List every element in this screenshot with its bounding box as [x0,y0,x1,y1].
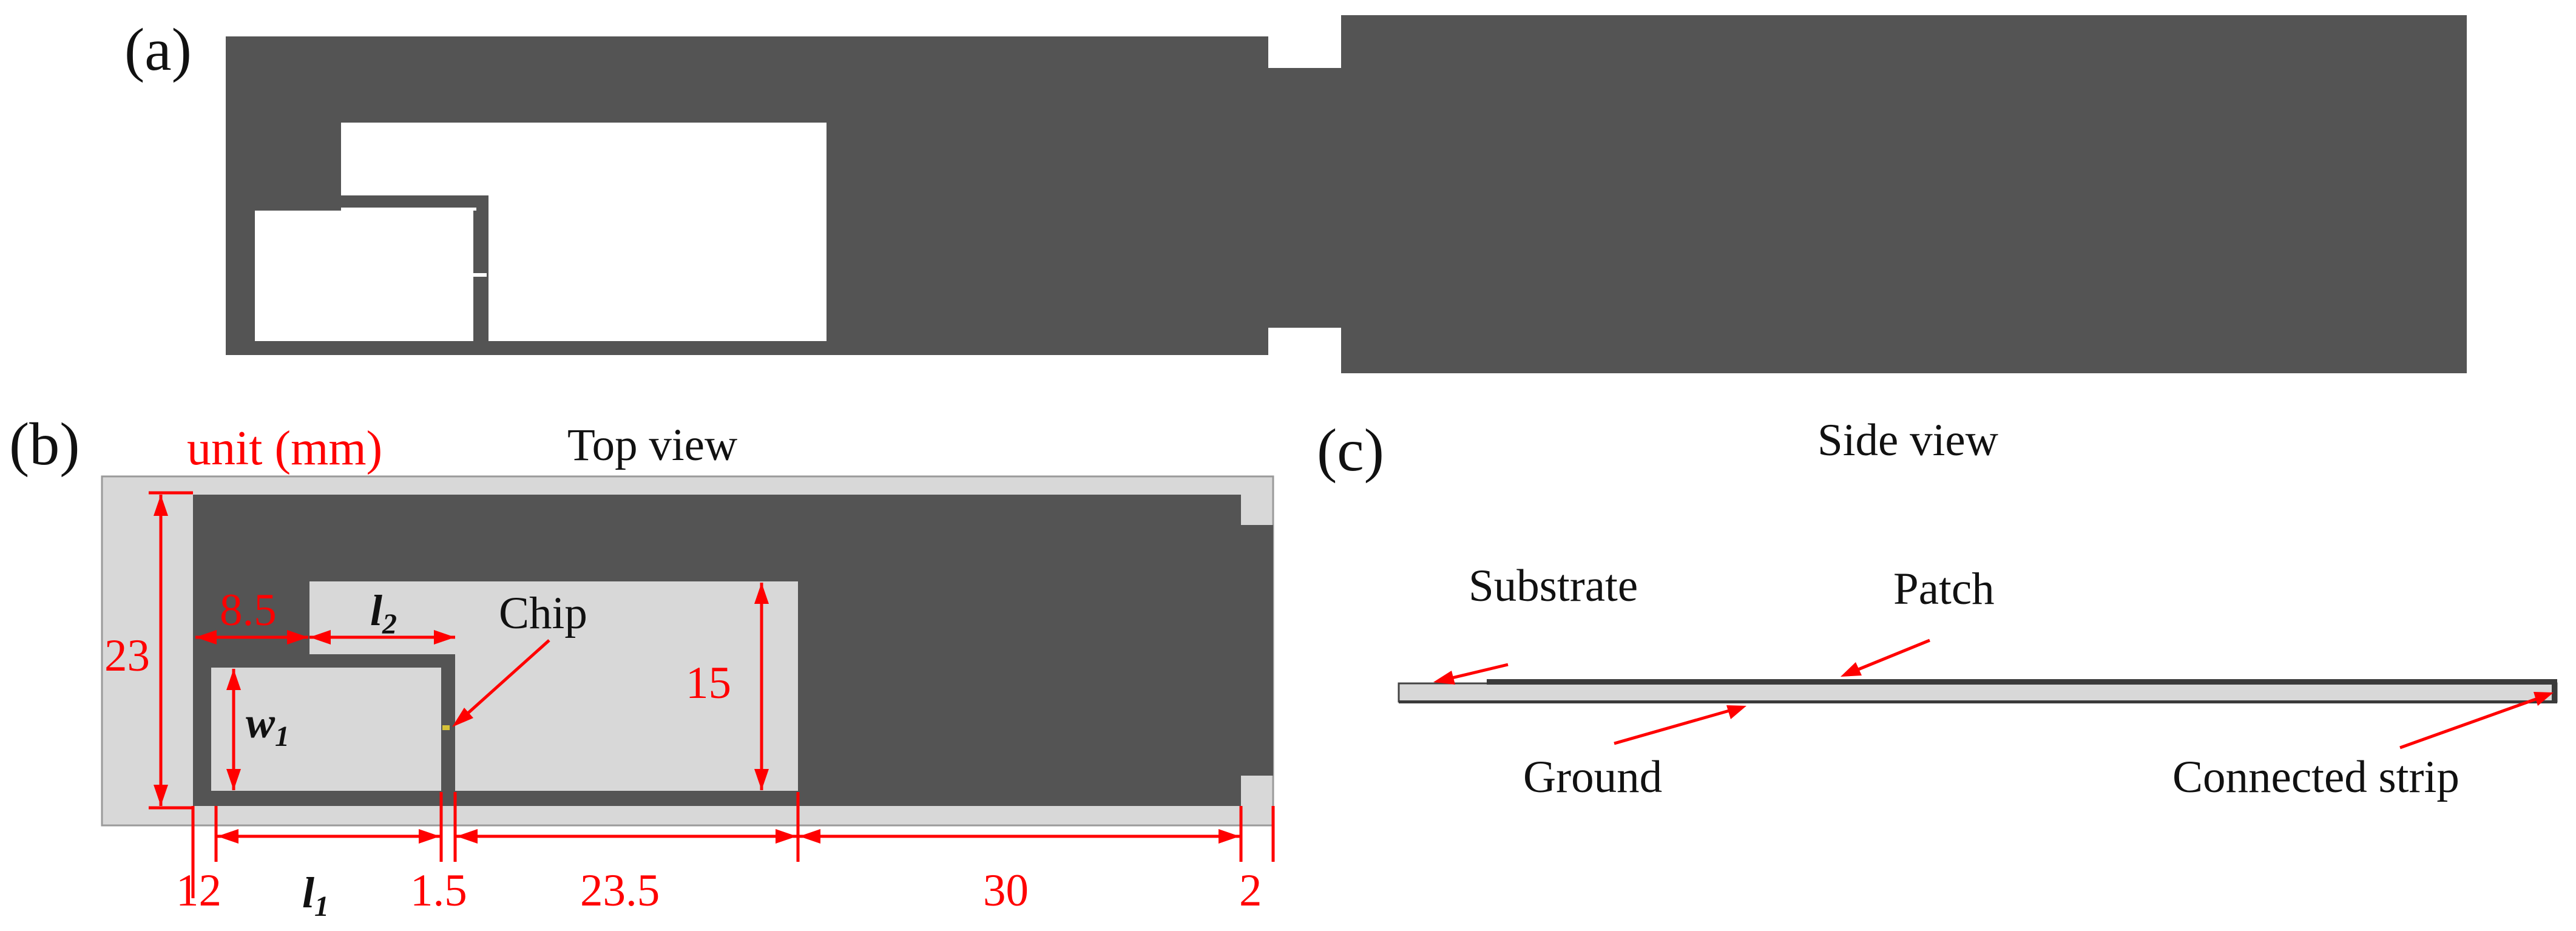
side-connected-strip [2552,679,2557,703]
dim-bottom-ticks [191,792,1275,898]
side-patch [1487,679,2557,685]
dim-width-8-5 [195,630,308,645]
dim-l2-label: l2 [370,586,397,640]
dim-height-15 [754,583,769,790]
panel-a-label: (a) [124,16,192,83]
ground-pointer-arrow [1614,705,1746,745]
side-ground [1399,700,2557,703]
panel-b-chip [442,725,450,730]
panel-a-slot-small [255,211,473,341]
dim-height-23-label: 23 [104,631,150,681]
substrate-pointer-arrow [1433,663,1509,685]
dim-l2 [309,630,455,645]
panel-a-chip [473,273,487,277]
panel-c-view-title: Side view [1817,415,1998,465]
dim-30 [799,829,1240,844]
dim-23-5 [456,829,797,844]
side-ground-label: Ground [1523,752,1662,802]
panel-c: (c) Side view Substrate Patch Ground Con… [1317,415,2558,802]
panel-b-unit-label: unit (mm) [187,422,382,475]
panel-b-view-title: Top view [567,420,737,470]
side-substrate [1398,682,2558,703]
panel-b-slot-small [211,668,441,791]
dim-w1 [226,669,241,790]
dim-width-8-5-label: 8.5 [220,585,277,635]
side-substrate-label: Substrate [1469,561,1638,611]
panel-b-label: (b) [9,410,80,478]
strip-pointer-arrow [2399,692,2554,750]
dim-height-23 [149,491,193,810]
dim-bottom-12-label: 12 [176,865,221,916]
panel-a: (a) [124,15,2467,373]
side-strip-label: Connected strip [2172,752,2459,802]
dim-l1 [217,829,440,844]
side-patch-label: Patch [1893,564,1995,614]
dim-l1-label: l1 [302,868,329,923]
dim-bottom-2-label: 2 [1239,865,1262,916]
panel-b-chip-label: Chip [499,588,587,638]
dim-bottom-30-label: 30 [983,865,1029,916]
panel-b: (b) unit (mm) Top view Chip 23 [9,410,1275,923]
dim-bottom-23-5-label: 23.5 [580,865,660,916]
patch-pointer-arrow [1841,638,1930,677]
dim-w1-label: w1 [246,699,289,753]
panel-c-label: (c) [1317,416,1384,484]
dim-height-15-label: 15 [686,658,731,708]
chip-pointer-arrow [452,639,550,727]
dim-bottom-1-5-label: 1.5 [410,865,467,916]
